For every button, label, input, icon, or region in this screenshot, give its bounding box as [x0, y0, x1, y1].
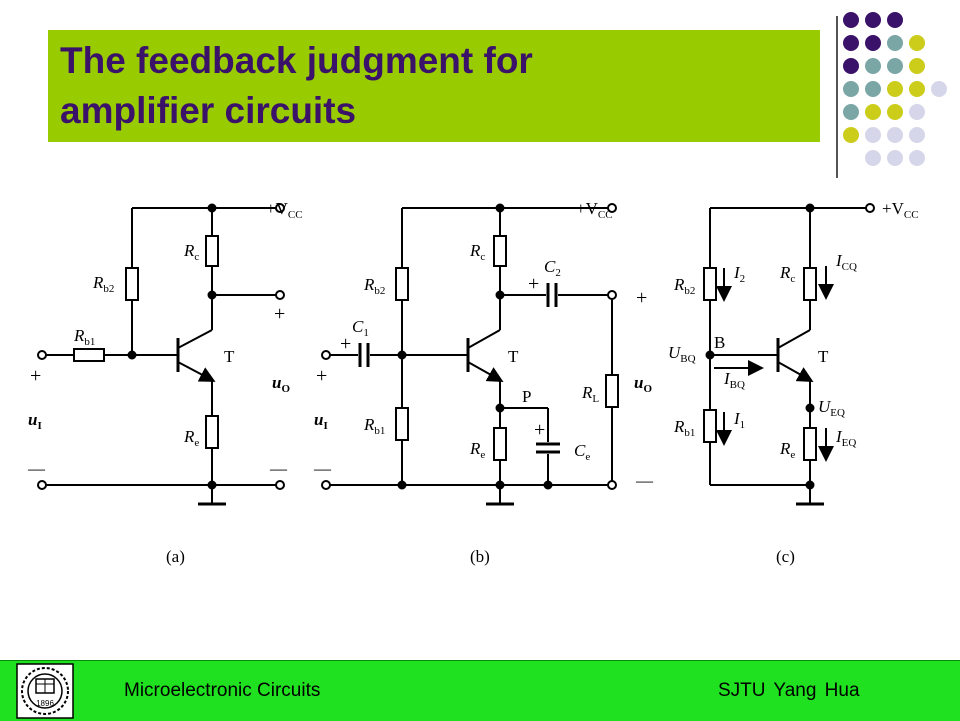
decorative-dot: [909, 35, 925, 51]
b-c1-label: C1: [352, 317, 369, 339]
c-rc-label: Rc: [779, 263, 795, 285]
c-ibq-label: IBQ: [723, 369, 745, 391]
b-c2-plus: +: [528, 273, 539, 295]
c-node-b-label: B: [714, 333, 725, 352]
b-rb2-label: Rb2: [363, 275, 385, 297]
decorative-dot-grid: [843, 12, 947, 166]
a-input-ui-label: uI: [28, 410, 42, 432]
decorative-dot: [865, 150, 881, 166]
decorative-dot: [931, 81, 947, 97]
c-re-label: Re: [779, 439, 795, 461]
circuit-b: [321, 203, 619, 506]
decorative-dot: [843, 81, 859, 97]
b-vcc-label: +VCC: [576, 199, 613, 221]
b-input-ui-label: uI: [314, 410, 328, 432]
circuit-b-labels: +VCC Rb2 Rb1 Rc Re RL C1 C2 Ce P T + + +…: [313, 199, 654, 566]
decorative-dot: [843, 12, 859, 28]
slide-title: The feedback judgment for amplifier circ…: [60, 36, 800, 136]
footer-author: SJTU Yang Hua: [718, 680, 860, 701]
decorative-dot: [887, 35, 903, 51]
c-i2-label: I2: [733, 263, 745, 285]
a-vcc-label: +VCC: [266, 199, 303, 221]
b-transistor-label: T: [508, 347, 519, 366]
a-output-plus: +: [274, 303, 285, 325]
circuit-diagrams: +VCC Rb2 Rb1 Rc Re T + + uI uO — — (a): [27, 199, 919, 566]
decorative-dot: [909, 127, 925, 143]
a-input-minus: —: [27, 459, 46, 478]
a-input-plus: +: [30, 365, 41, 387]
b-input-plus: +: [316, 365, 327, 387]
slide-title-line1: The feedback judgment for: [60, 40, 533, 81]
decorative-dot: [909, 58, 925, 74]
decorative-divider: [836, 16, 838, 178]
b-caption: (b): [470, 547, 490, 566]
decorative-dot: [843, 58, 859, 74]
b-re-label: Re: [469, 439, 485, 461]
c-caption: (c): [776, 547, 795, 566]
b-output-uo-label: uO: [634, 373, 652, 395]
c-ieq-label: IEQ: [835, 427, 856, 449]
a-caption: (a): [166, 547, 185, 566]
decorative-dot: [909, 81, 925, 97]
title-band: [48, 30, 820, 142]
a-re-label: Re: [183, 427, 199, 449]
c-vcc-label: +VCC: [882, 199, 919, 221]
b-ce-plus: +: [534, 419, 545, 441]
decorative-dot: [909, 150, 925, 166]
b-output-plus: +: [636, 287, 647, 309]
circuit-a: [37, 203, 285, 506]
b-node-p-label: P: [522, 387, 531, 406]
decorative-dot: [909, 104, 925, 120]
a-output-uo-label: uO: [272, 373, 290, 395]
b-input-minus: —: [313, 459, 332, 478]
c-ueq-label: UEQ: [818, 397, 845, 419]
circuit-c-labels: +VCC Rb2 Rb1 Rc Re I2 I1 ICQ IEQ IBQ UBQ…: [668, 199, 919, 566]
decorative-dot: [865, 12, 881, 28]
decorative-dot: [887, 127, 903, 143]
decorative-dot: [843, 104, 859, 120]
logo-year: 1896: [36, 699, 54, 708]
b-rc-label: Rc: [469, 241, 485, 263]
b-ce-label: Ce: [574, 441, 590, 463]
c-transistor-label: T: [818, 347, 829, 366]
b-rl-label: RL: [581, 383, 599, 405]
footer-course-name: Microelectronic Circuits: [124, 680, 321, 701]
decorative-dot: [887, 12, 903, 28]
c-ubq-label: UBQ: [668, 343, 696, 365]
a-rc-label: Rc: [183, 241, 199, 263]
circuit-c: [703, 203, 875, 506]
footer-bar: [0, 660, 960, 721]
a-output-minus: —: [269, 459, 288, 478]
university-seal-logo: 1896: [16, 663, 74, 719]
decorative-dot: [865, 35, 881, 51]
decorative-dot: [865, 127, 881, 143]
c-i1-label: I1: [733, 409, 745, 431]
decorative-dot: [887, 104, 903, 120]
decorative-dot: [865, 104, 881, 120]
c-rb1-label: Rb1: [673, 417, 695, 439]
b-c1-plus: +: [340, 333, 351, 355]
circuit-a-labels: +VCC Rb2 Rb1 Rc Re T + + uI uO — — (a): [27, 199, 303, 566]
a-rb1-label: Rb1: [73, 326, 95, 348]
c-icq-label: ICQ: [835, 251, 857, 273]
decorative-dot: [887, 150, 903, 166]
decorative-dot: [887, 58, 903, 74]
b-rb1-label: Rb1: [363, 415, 385, 437]
decorative-dot: [887, 81, 903, 97]
c-rb2-label: Rb2: [673, 275, 695, 297]
decorative-dot: [865, 81, 881, 97]
a-transistor-label: T: [224, 347, 235, 366]
b-c2-label: C2: [544, 257, 561, 279]
a-rb2-label: Rb2: [92, 273, 114, 295]
decorative-dot: [843, 127, 859, 143]
decorative-dot: [843, 35, 859, 51]
slide-title-line2: amplifier circuits: [60, 90, 357, 131]
b-output-minus: —: [635, 471, 654, 490]
decorative-dot: [865, 58, 881, 74]
